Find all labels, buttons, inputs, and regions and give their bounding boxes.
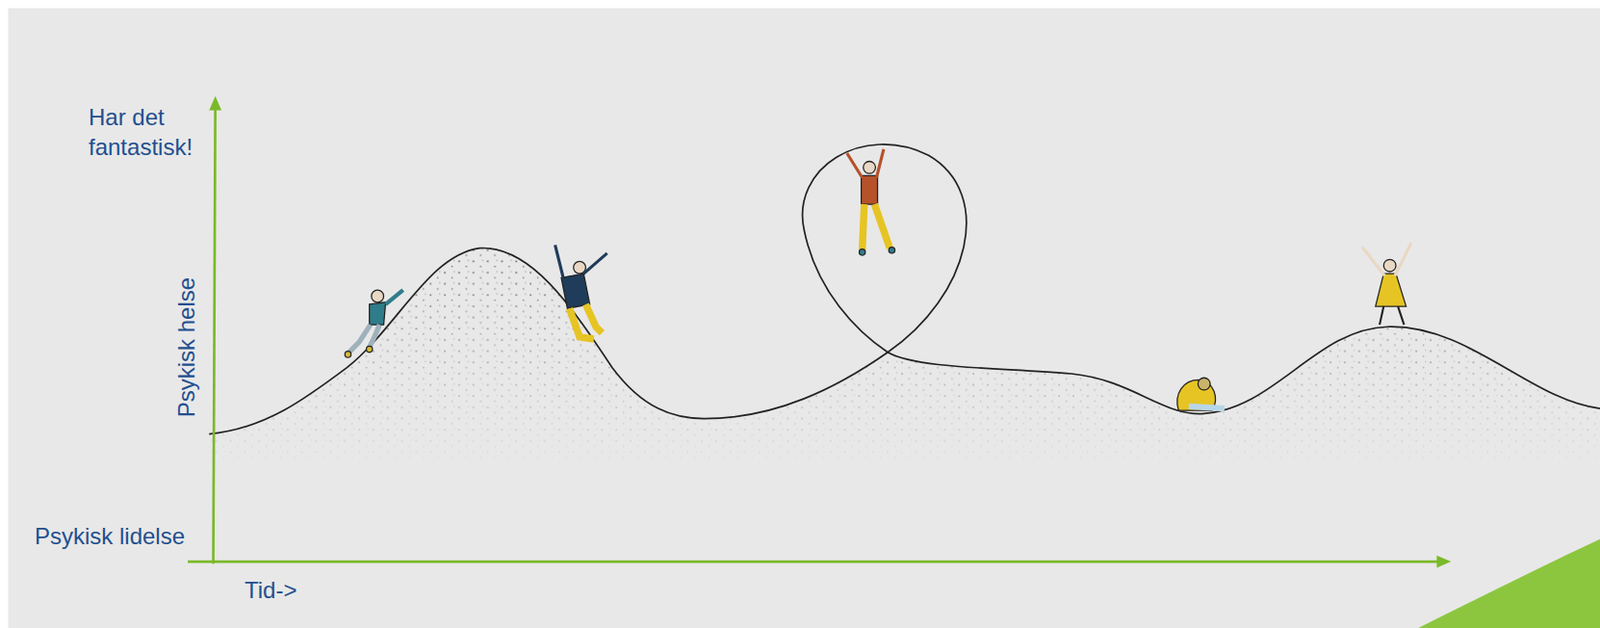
corner-swoosh — [1418, 539, 1600, 628]
cheering-figure — [1362, 242, 1412, 325]
wellbeing-curve — [208, 144, 1600, 435]
climbing-figure — [344, 289, 403, 358]
y-axis-top-label: Har det fantastisk! — [88, 102, 233, 162]
sliding-figure — [555, 244, 608, 339]
x-axis-title: Tid-> — [244, 574, 361, 605]
stipple — [208, 248, 1600, 461]
y-axis-bottom-label: Psykisk lidelse — [34, 520, 228, 551]
x-axis-arrow — [1436, 555, 1451, 568]
sitting-figure — [1177, 377, 1225, 411]
x-axis — [187, 560, 1439, 564]
y-axis-title: Psykisk helse — [171, 250, 202, 443]
y-axis — [213, 103, 216, 564]
panel-background — [7, 7, 1600, 628]
y-axis-arrow — [208, 96, 222, 111]
floating-figure — [847, 149, 896, 256]
